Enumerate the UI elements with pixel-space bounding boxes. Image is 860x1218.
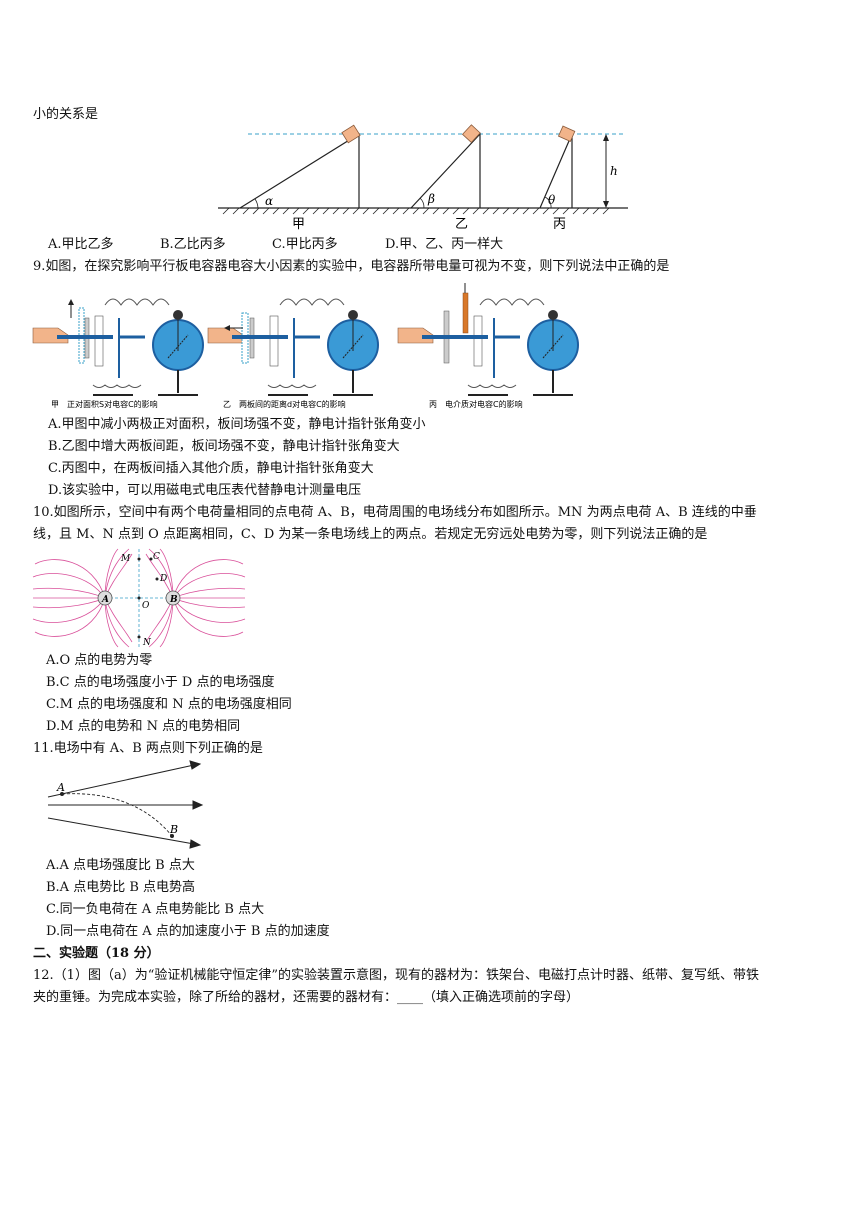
q8-beta-label: β [427,192,435,206]
q10-label-o: O [142,601,150,611]
q10-label-m: M [120,554,131,564]
q8-theta-label: θ [548,193,556,207]
q8-option-d: D.甲、乙、丙一样大 [385,237,504,252]
q11-stem: 11.电场中有 A、B 两点则下列正确的是 [33,741,263,756]
q9-panel-bing [397,283,579,396]
q12-line1: 12.（1）图（a）为“验证机械能守恒定律”的实验装置示意图，现有的器材为：铁架… [33,968,759,983]
q10-option-d: D.M 点的电势和 N 点的电势相同 [46,719,241,734]
q9-panel-yi [207,298,379,396]
q8-yi-label: 乙 [455,217,468,232]
q8-h-label: h [610,164,618,178]
q10-field-lines-figure: A B O M N C D [32,548,246,648]
q11-option-b: B.A 点电势比 B 点电势高 [46,880,196,895]
q8-incline-figure: α β θ h 甲 乙 丙 [218,124,628,232]
q10-option-b: B.C 点的电场强度小于 D 点的电场强度 [46,675,275,690]
q9-option-a: A.甲图中减小两极正对面积，板间场强不变，静电计指针张角变小 [48,417,426,432]
q9-panel-jia [32,298,204,396]
q11-option-c: C.同一负电荷在 A 点电势能比 B 点大 [46,902,265,917]
q9-option-b: B.乙图中增大两板间距，板间场强不变，静电计指针张角变大 [48,439,400,454]
q8-option-b: B.乙比丙多 [160,237,226,252]
q8-bing-label: 丙 [553,217,566,232]
section-2-title: 二、实验题（18 分） [33,946,160,961]
q8-option-a: A.甲比乙多 [48,237,114,252]
q11-option-a: A.A 点电场强度比 B 点大 [46,858,195,873]
q11-option-d: D.同一点电荷在 A 点的加速度小于 B 点的加速度 [46,924,330,939]
q9-option-c: C.丙图中，在两板间插入其他介质，静电计指针张角变大 [48,461,374,476]
q9-caption-jia: 甲 正对面积S对电容C的影响 [51,399,158,409]
q10-label-a: A [101,595,109,605]
q10-label-b: B [169,595,178,605]
q9-stem: 9.如图，在探究影响平行板电容器电容大小因素的实验中，电容器所带电量可视为不变，… [33,259,670,274]
q11-label-b: B [169,823,178,836]
q8-alpha-label: α [265,194,273,208]
q10-label-d: D [159,574,167,584]
q11-field-figure: A B [47,760,204,849]
q8-jia-label: 甲 [292,217,305,232]
q8-stem-tail: 小的关系是 [33,107,99,122]
q10-stem-line1: 10.如图所示，空间中有两个电荷量相同的点电荷 A、B，电荷周围的电场线分布如图… [33,505,757,520]
q10-stem-line2: 线，且 M、N 点到 O 点距离相同，C、D 为某一条电场线上的两点。若规定无穷… [33,527,708,542]
q10-option-c: C.M 点的电场强度和 N 点的电场强度相同 [46,697,292,712]
q10-label-n: N [142,638,152,648]
q11-label-a: A [56,781,65,794]
q9-capacitor-figure: 甲 正对面积S对电容C的影响 乙 两板间的距离d对电容C的影响 丙 电介质对电容… [32,283,579,409]
q9-caption-bing: 丙 电介质对电容C的影响 [429,399,523,409]
q12-line2: 夹的重锤。为完成本实验，除了所给的器材，还需要的器材有：____（填入正确选项前… [33,990,580,1005]
q9-caption-yi: 乙 两板间的距离d对电容C的影响 [223,399,346,409]
q8-option-c: C.甲比丙多 [272,237,338,252]
q10-option-a: A.O 点的电势为零 [46,653,153,668]
q9-option-d: D.该实验中，可以用磁电式电压表代替静电计测量电压 [48,483,362,498]
q10-label-c: C [153,552,160,562]
